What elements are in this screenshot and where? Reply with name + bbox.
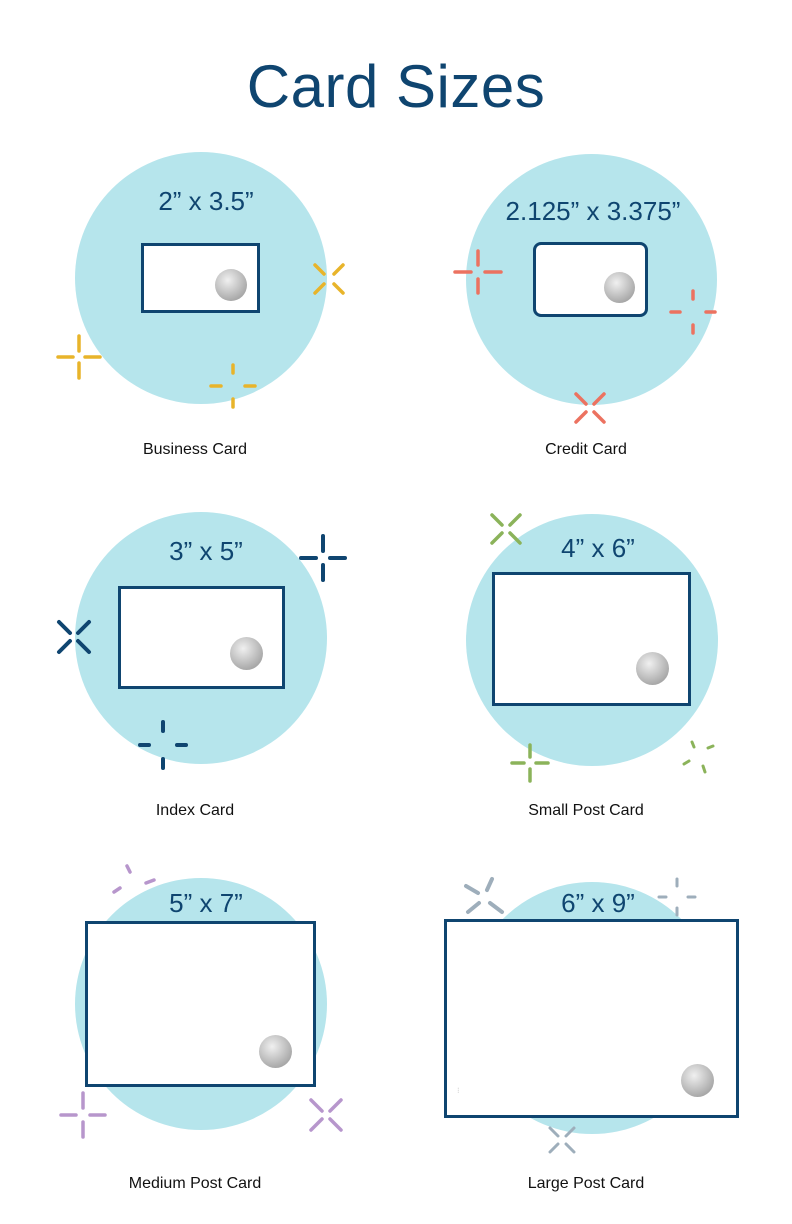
sparkle-x-icon [313,263,345,295]
card-name-label: Medium Post Card [128,1175,262,1192]
sparkle-small-plus-icon [657,877,697,917]
sparkle-x-icon [309,1098,343,1132]
sparkle-x-icon [574,392,606,424]
sparkle-plus-icon [453,249,503,295]
card-size-label: 4” x 6” [561,533,635,563]
sparkle-plus-icon [59,1091,107,1139]
card-outline [444,919,739,1118]
chip-icon [604,272,635,303]
card-size-label: 5” x 7” [169,888,243,918]
card-name-label: Credit Card [545,441,627,458]
chip-icon [230,637,263,670]
card-name-label: Small Post Card [528,802,644,819]
sparkle-burst-icon [682,740,715,774]
chip-icon [215,269,247,301]
card-name-label: Large Post Card [527,1175,645,1192]
sparkle-small-plus-icon [669,289,717,335]
page-title: Card Sizes [246,53,546,120]
sparkle-x-small-icon [548,1126,576,1154]
sparkle-small-plus-icon [209,363,257,409]
chip-icon [681,1064,714,1097]
sparkle-small-plus-icon [138,720,188,770]
card-size-label: 2.125” x 3.375” [505,196,681,226]
card-outline [118,586,285,689]
faint-mark: ⁝ [457,1086,460,1095]
card-size-label: 3” x 5” [169,536,243,566]
card-name-label: Business Card [142,441,248,458]
sparkle-plus-icon [299,534,347,582]
sparkle-x-icon [464,877,504,914]
sparkle-burst-icon [112,864,156,894]
card-size-label: 2” x 3.5” [158,186,254,216]
card-size-label: 6” x 9” [561,888,635,918]
card-name-label: Index Card [155,802,235,819]
chip-icon [259,1035,292,1068]
sparkle-plus-icon [510,743,550,783]
sparkle-plus-icon [56,334,102,380]
sparkle-x-icon [490,513,522,545]
chip-icon [636,652,669,685]
sparkle-x-icon [57,620,91,654]
card-outline [492,572,691,706]
